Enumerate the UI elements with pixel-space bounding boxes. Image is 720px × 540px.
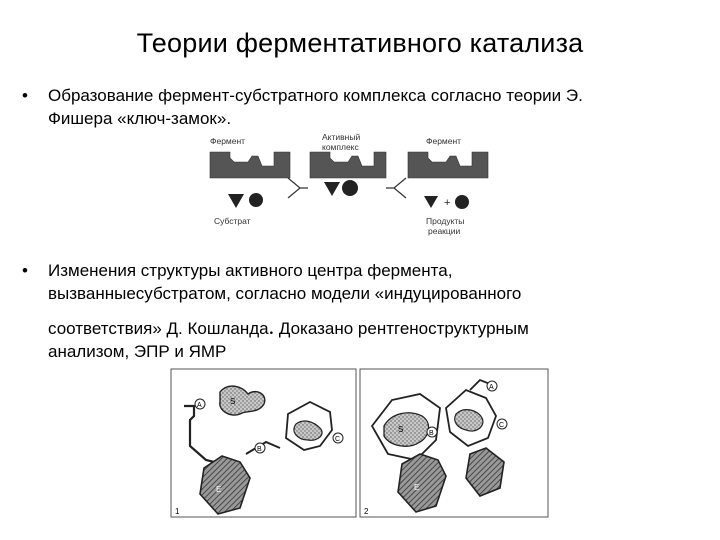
product-circle [455,195,469,209]
bullet-2-line-3b: Доказано рентгеноструктурным [274,319,529,338]
complex-substrate-triangle [324,182,340,196]
bullet-2-line-3a: соответствия» Д. Кошланда [48,319,269,338]
p2-site-a: A [489,384,494,391]
arrow-to-complex [287,177,308,199]
p2-site-a-circle [486,380,498,392]
p1-enzyme-outline [184,404,231,468]
panel-1-frame [170,368,357,518]
bullet-1-line-1: Образование фермент-субстратного комплек… [48,86,583,105]
p1-site-c-circle [332,432,344,444]
p2-site-b-circle [426,426,438,438]
p1-arm [245,440,281,455]
p2-site-b: B [429,430,434,437]
p2-enzyme-e: E [414,483,419,492]
label-active-complex-1: Активный [322,132,360,142]
p1-site-b: B [257,446,262,453]
p2-substrate-s: S [398,425,403,434]
p2-arm [469,378,491,391]
slide-title: Теории ферментативного катализа [136,28,584,58]
p1-substrate-blob [219,385,266,416]
bullet-marker-2: • [22,261,28,280]
p1-site-c: C [335,436,340,443]
p1-free-substrate-fill [293,420,323,441]
bullet-2-line-2: вызванныесубстратом, согласно модели «ин… [48,284,522,303]
label-enzyme-right: Фермент [426,136,461,146]
bullet-marker-1: • [22,86,28,105]
p1-site-a-circle [194,398,206,410]
p2-free-substrate-fill [454,409,484,432]
bullet-1-text: Образование фермент-субстратного комплек… [48,84,698,130]
bullet-2-big-dot: . [268,314,275,339]
p1-panel-number: 1 [175,507,180,516]
complex-substrate-circle [342,180,358,196]
p2-site-c-circle [496,418,508,430]
p2-site-c: C [499,422,504,429]
enzyme-right-shape [407,151,489,179]
p1-site-b-circle [254,442,266,454]
label-substrate: Субстрат [214,216,251,226]
product-triangle [424,196,438,208]
panel-2-content: A B C S E 2 [364,378,508,516]
panel-2-frame [359,368,549,518]
p1-enzyme-body [199,455,251,515]
p1-site-a: A [197,402,202,409]
bullet-2-text: Изменения структуры активного центра фер… [48,259,698,363]
substrate-triangle-left [228,194,244,208]
p2-enzyme-body [397,453,447,513]
bullet-2-line-1: Изменения структуры активного центра фер… [48,261,453,280]
p2-enzyme-body-right [465,447,505,497]
p1-substrate-s: S [230,397,235,406]
label-enzyme-left: Фермент [210,136,245,146]
p2-panel-number: 2 [364,507,369,516]
plus-sign: + [444,197,450,209]
label-products-1: Продукты [426,216,464,226]
label-products-2: реакции [428,226,461,236]
p1-enzyme-e: E [216,485,221,494]
bullet-1-line-2: Фишера «ключ-замок». [48,109,232,128]
complex-enzyme-shape [309,151,387,179]
bullet-2-line-3: соответствия» Д. Кошланда. Доказано рент… [48,315,698,340]
induced-fit-diagram: A B C S E 1 A B C S E 2 [170,368,549,518]
panel-1-content: A B C S E 1 [175,385,344,516]
arrow-from-complex [386,177,407,199]
enzyme-left-shape [209,151,291,179]
label-active-complex-2: комплекс [322,142,359,152]
lock-and-key-diagram: Фермент Активный комплекс Фермент Субстр… [209,132,489,236]
bullet-2-line-4: анализом, ЭПР и ЯМР [48,342,227,361]
p2-substrate-blob [383,412,430,447]
substrate-circle-left [249,193,263,207]
